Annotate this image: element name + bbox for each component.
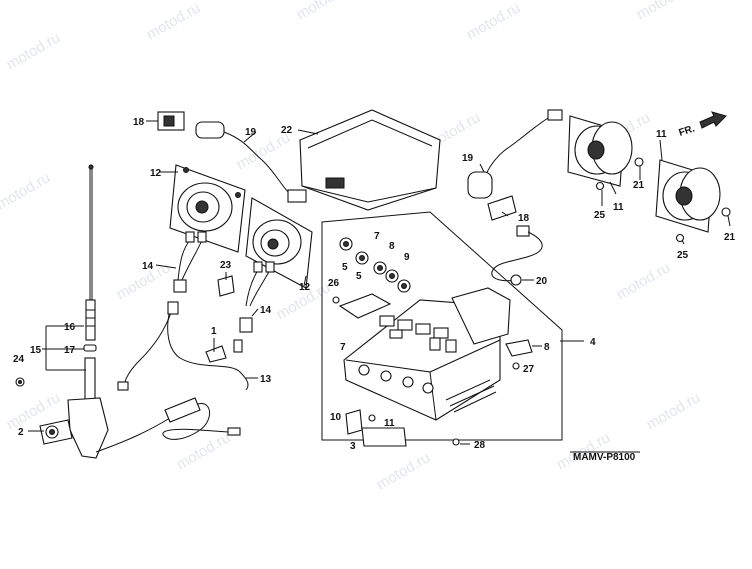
cover-22	[299, 109, 441, 211]
callout-19: 19	[462, 153, 474, 164]
callout-18: 18	[133, 117, 145, 128]
callout-20: 20	[536, 276, 548, 287]
brackets	[332, 296, 533, 447]
callout-28: 28	[474, 440, 486, 451]
callout-24: 24	[13, 354, 25, 365]
callout-19: 19	[245, 127, 257, 138]
callout-18: 18	[518, 213, 530, 224]
drawing-layer	[15, 109, 731, 459]
knobs-5-7	[339, 237, 411, 293]
callout-7: 8	[389, 241, 395, 252]
callout-15: 15	[30, 345, 42, 356]
callout-11: 11	[613, 202, 624, 213]
antenna-base	[15, 377, 241, 459]
callout-5: 5	[342, 262, 348, 273]
audio-unit-frame	[321, 211, 563, 441]
clip-23	[217, 275, 235, 297]
callout-10: 11	[384, 418, 395, 429]
watermark: motod.ru	[464, 0, 524, 43]
callout-21: 21	[724, 232, 736, 243]
watermark: motod.ru	[644, 389, 704, 433]
connector-18-right	[487, 195, 543, 286]
speaker-right-lower	[655, 159, 721, 233]
harness-14-right	[239, 261, 275, 333]
front-indicator-label: FR.	[678, 123, 697, 139]
harness-19-left	[195, 121, 307, 203]
callout-21: 21	[633, 180, 645, 191]
callout-5: 5	[356, 271, 362, 282]
callout-labels: 18 19 22 12 14 23 14 12 1 13 16 17 15 24…	[13, 117, 736, 463]
callout-23: 23	[220, 260, 232, 271]
callout-13: 13	[260, 374, 272, 385]
callout-12: 12	[150, 168, 162, 179]
callout-8: 8	[544, 342, 550, 353]
callout-17: 17	[64, 345, 76, 356]
callout-16: 16	[64, 322, 76, 333]
callout-26: 26	[328, 278, 340, 289]
connector-18-left	[157, 111, 185, 131]
harness-13	[117, 301, 249, 391]
leader-lines	[28, 120, 731, 445]
callout-14: 14	[142, 261, 154, 272]
watermark: motod.ru	[294, 0, 354, 23]
callout-4: 4	[590, 337, 596, 348]
audio-unit-body	[338, 287, 511, 421]
watermark: motod.ru	[374, 449, 434, 493]
antenna-mast	[83, 164, 97, 409]
front-arrow	[699, 111, 727, 129]
watermark: motod.ru	[614, 259, 674, 303]
diagram-code: MAMV-P8100	[573, 452, 636, 463]
callout-7: 7	[374, 231, 380, 242]
callout-27: 27	[523, 364, 535, 375]
callout-3: 3	[350, 441, 356, 452]
nuts-21-25	[595, 157, 731, 243]
harness-14-left	[173, 231, 207, 293]
speaker-left-lower	[245, 197, 313, 289]
callout-2: 2	[18, 427, 24, 438]
callout-12: 12	[299, 282, 311, 293]
callout-11: 11	[656, 129, 667, 140]
harness-19-right	[467, 109, 563, 199]
watermark: motod.ru	[4, 29, 64, 73]
watermark: motod.ru	[634, 0, 694, 23]
watermark: motod.ru	[174, 429, 234, 473]
watermark: motod.ru	[144, 0, 204, 43]
speaker-right-upper	[567, 115, 633, 187]
callout-25: 25	[677, 250, 689, 261]
callout-6: 7	[340, 342, 346, 353]
callout-9: 10	[330, 412, 342, 423]
callout-22: 22	[281, 125, 293, 136]
watermark: motod.ru	[0, 169, 53, 213]
speaker-left-upper	[169, 164, 246, 253]
callout-14: 14	[260, 305, 272, 316]
callout-25: 25	[594, 210, 606, 221]
callout-7: 9	[404, 252, 410, 263]
callout-1: 1	[211, 326, 217, 337]
